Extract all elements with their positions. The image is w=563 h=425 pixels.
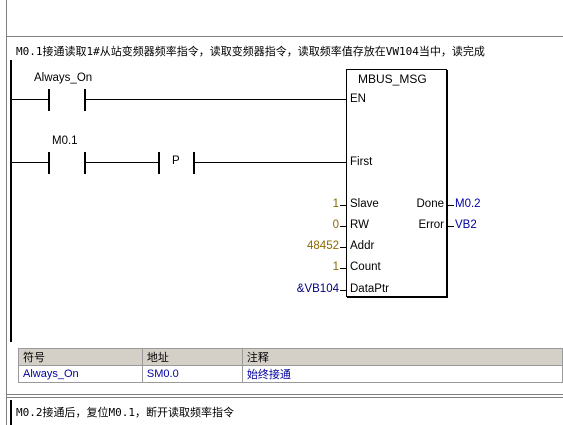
contact-label-always-on: Always_On (34, 72, 93, 84)
power-rail-network2 (10, 400, 12, 425)
network-separator-bottom (6, 394, 563, 395)
header-comment[interactable]: 注释 (241, 348, 563, 366)
rung2-wire-mid (86, 162, 158, 163)
input-tick-count (340, 268, 346, 269)
network-separator-bottom2 (6, 397, 563, 398)
cell-address[interactable]: SM0.0 (141, 365, 243, 383)
mbus-msg-block-shadow-bottom (347, 297, 448, 298)
symbol-table: 符号 地址 注释 Always_On SM0.0 始终接通 (18, 348, 563, 383)
network-separator-top (6, 36, 563, 37)
header-address[interactable]: 地址 (141, 348, 243, 366)
pin-dataptr: DataPtr (350, 283, 389, 295)
rung2-wire-left (12, 162, 48, 163)
contact-always-on-bar-left[interactable] (48, 89, 50, 111)
cell-comment[interactable]: 始终接通 (241, 365, 563, 383)
input-tick-slave (340, 205, 346, 206)
pin-en: EN (350, 93, 366, 105)
pin-count: Count (350, 261, 381, 273)
rung1-wire-right (86, 99, 346, 100)
contact-p-bar-right[interactable] (193, 152, 195, 174)
output-tick-done (448, 205, 454, 206)
contact-p-bar-left[interactable] (158, 152, 160, 174)
output-value-error[interactable]: VB2 (455, 219, 477, 231)
header-symbol[interactable]: 符号 (18, 348, 143, 366)
mbus-msg-block-shadow-right (447, 70, 448, 298)
symbol-table-header: 符号 地址 注释 (18, 348, 563, 366)
contact-label-m01: M0.1 (52, 135, 78, 147)
pin-addr: Addr (350, 240, 375, 252)
input-value-slave[interactable]: 1 (332, 198, 339, 210)
rung1-wire-left (12, 99, 48, 100)
contact-m01-bar-left[interactable] (48, 152, 50, 174)
pin-slave: Slave (350, 198, 379, 210)
editor-left-border (6, 0, 7, 425)
pin-first: First (350, 156, 373, 168)
pin-error: Error (418, 219, 444, 231)
network1-comment[interactable]: M0.1接通读取1#从站变频器频率指令，读取变频器指令，读取频率值存放在VW10… (16, 45, 485, 58)
input-value-rw[interactable]: 0 (332, 219, 339, 231)
pin-done: Done (416, 198, 445, 210)
output-tick-error (448, 226, 454, 227)
contact-always-on-bar-right[interactable] (84, 89, 86, 111)
contact-p-label: P (172, 155, 180, 167)
input-tick-dataptr (340, 290, 346, 291)
input-tick-rw (340, 226, 346, 227)
output-value-done[interactable]: M0.2 (455, 198, 481, 210)
input-tick-addr (340, 247, 346, 248)
table-row[interactable]: Always_On SM0.0 始终接通 (18, 365, 563, 383)
input-value-addr[interactable]: 48452 (307, 240, 339, 252)
contact-m01-bar-right[interactable] (84, 152, 86, 174)
input-value-count[interactable]: 1 (332, 261, 339, 273)
input-value-dataptr[interactable]: &VB104 (296, 283, 339, 295)
power-rail (10, 60, 12, 342)
rung2-wire-right (195, 162, 346, 163)
network2-comment[interactable]: M0.2接通后，复位M0.1，断开读取频率指令 (16, 406, 234, 419)
pin-rw: RW (350, 219, 369, 231)
block-title: MBUS_MSG (358, 72, 427, 86)
cell-symbol[interactable]: Always_On (18, 365, 143, 383)
mbus-msg-block[interactable] (346, 69, 447, 297)
